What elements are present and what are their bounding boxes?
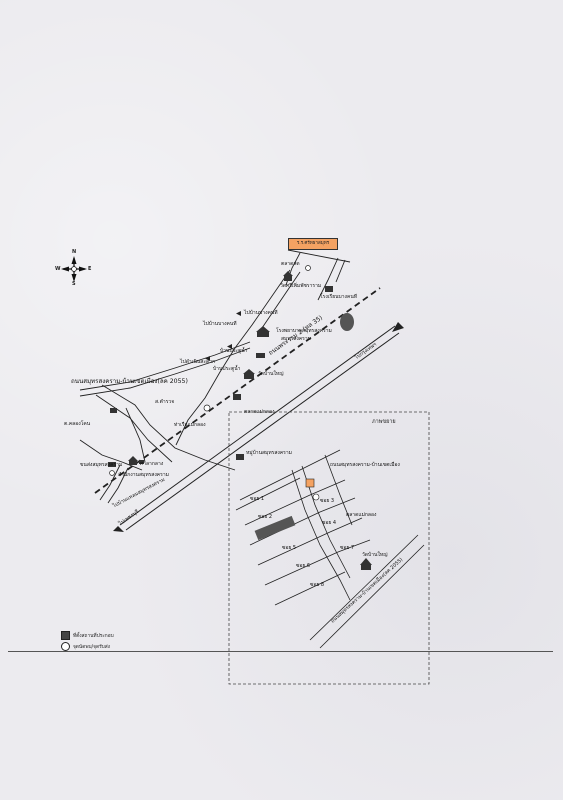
inset-street-4: ซอย 4 [322, 520, 337, 526]
compass-south-label: S [72, 281, 76, 287]
label-school-right: โรงเรียนบางคนที [320, 294, 358, 300]
inset-market-label: ตลาดแม่กลอง [346, 512, 377, 518]
compass-north-label: N [72, 249, 77, 255]
label-province-office: สำนักงานสมุทรสงคราม [118, 472, 169, 478]
label-temple-top: วัดศรีเพิ่มพัชราราม [280, 283, 322, 289]
railway-line [94, 287, 381, 494]
market-marker-icon [305, 265, 311, 271]
legend-label-1: ที่ตั้งสถานที่ประกอบ [73, 633, 114, 639]
temple-icon [284, 276, 292, 281]
hospital-roof-icon [256, 326, 270, 332]
pier-icon [203, 404, 211, 412]
inset-note-label: ถนนสมุทรสงคราม-บ้านเขตเมือง [330, 462, 400, 468]
destination-label: ร.ร.ศรัทธาสมุทร [288, 238, 338, 250]
label-to-damnoen: ไปดำเนินสะดวก [180, 359, 216, 365]
label-road-main: ถนนสมุทรสงคราม-บ้านเขตเมือง(ลค 2055) [71, 378, 188, 385]
label-pier: ท่าเรือแม่กลอง [174, 422, 206, 428]
legend-label-2: จุดนัดพบ/จุดรับส่ง [73, 644, 110, 650]
inset-title: ภาพขยาย [372, 419, 396, 425]
city-hall-icon [128, 456, 138, 461]
compass-icon [61, 256, 87, 282]
label-to-bangkhonthi: ไปบ้านบางคนที [244, 310, 278, 316]
legend-circle-swatch-icon [61, 642, 70, 651]
main-roads [79, 249, 351, 504]
inset-street-7: ซอย 7 [340, 545, 355, 551]
inset-street-6: ซอย 6 [296, 563, 311, 569]
label-bus-station: ขนส่งสมุทรสงคราม [80, 462, 123, 468]
inset-top-label: หมู่บ้านสมุทรสงคราม [246, 450, 292, 456]
arrow-left-icon-3 [227, 344, 232, 349]
bus-station-icon [108, 462, 116, 467]
label-hospital: โรงพยาบาลสมุทรสงคราม [276, 328, 332, 334]
wat-yai-icon [243, 369, 255, 374]
pond-icon [340, 313, 354, 331]
legend-row: จุดนัดพบ/จุดรับส่ง [61, 641, 114, 652]
label-market-mae-klong: ตลาดแม่กลอง [244, 409, 275, 415]
label-ban-road-2: บ้านประตูน้ำ [220, 348, 248, 354]
inset-street-8: ซอย 8 [310, 582, 325, 588]
market-icon [233, 394, 241, 400]
arrow-left-icon [236, 311, 241, 316]
office-icon [139, 460, 144, 464]
arrow-left-icon-2 [205, 356, 210, 361]
meeting-point-icon [109, 470, 115, 476]
school-icon [325, 286, 333, 292]
inset-map [228, 411, 430, 685]
legend-dark-swatch-icon [61, 631, 70, 640]
label-ban-road: บ้านประตูน้ำ [213, 366, 241, 372]
label-hospital-sub: สมุทรสงคราม [281, 336, 311, 342]
label-market-top: ตลาดสด [281, 261, 300, 267]
compass-east-label: E [88, 266, 92, 272]
label-klong: ต.คลองโคน [64, 421, 91, 427]
inset-temple-label: วัดบ้านใหญ่ [362, 552, 388, 558]
label-wat-yai: วัดบ้านใหญ่ [258, 371, 284, 377]
building-icon [256, 353, 265, 358]
arrow-to-bangkok-icon [392, 322, 404, 332]
inset-street-3: ซอย 3 [320, 498, 335, 504]
divider-line [8, 651, 553, 652]
inset-street-1: ซอย 1 [250, 496, 265, 502]
police-icon [110, 408, 117, 413]
label-city-hall: ศาลากลาง [140, 461, 164, 467]
temple-roof-icon [283, 271, 293, 276]
hospital-icon [257, 332, 269, 337]
highway-rama2 [119, 325, 400, 531]
arrow-to-phetchaburi-icon [113, 526, 124, 532]
city-hall-base-icon [129, 461, 137, 465]
inset-street-2: ซอย 2 [258, 514, 273, 520]
compass-west-label: W [55, 266, 61, 272]
wat-yai-base-icon [244, 374, 254, 379]
inset-street-5: ซอย 5 [282, 545, 297, 551]
label-bang-khonthi-district: ไปบ้านบางคนที [203, 321, 237, 327]
map-legend: ที่ตั้งสถานที่ประกอบ จุดนัดพบ/จุดรับส่ง [61, 630, 114, 652]
label-police: ส.ตำรวจ [155, 399, 175, 405]
legend-row: ที่ตั้งสถานที่ประกอบ [61, 630, 114, 641]
